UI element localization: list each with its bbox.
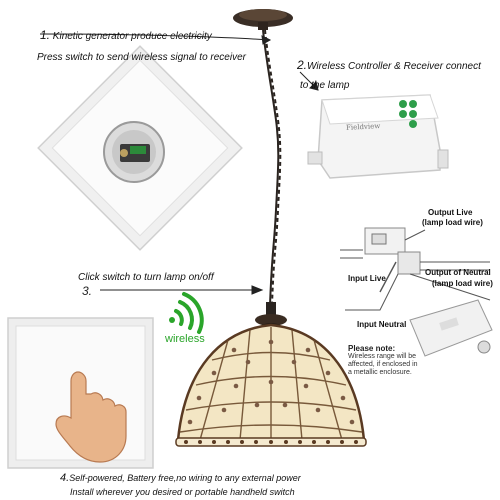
step2-caption: 2.Wireless Controller & Receiver connect <box>297 58 481 72</box>
step2-line2: to the lamp <box>300 80 350 91</box>
ceiling-canopy <box>233 9 293 30</box>
receiver-buttons <box>399 100 417 128</box>
output-live-label: Output Live <box>428 208 473 217</box>
arrows <box>39 33 319 295</box>
note-box: Please note: Wireless range will be affe… <box>348 344 428 377</box>
note-title: Please note: <box>348 344 396 353</box>
step4-caption: 4.Self-powered, Battery free,no wiring t… <box>60 472 301 484</box>
output-live-sub: (lamp load wire) <box>422 218 483 227</box>
input-live-label: Input Live <box>348 274 386 283</box>
step3-number: 3. <box>82 284 93 298</box>
note-body-1: Wireless range will be <box>348 353 417 360</box>
note-body-2: affected, if enclosed in <box>348 361 418 368</box>
step1-number: 1. <box>40 28 51 42</box>
lamp-shade <box>175 323 367 447</box>
step1-line1: Kinetic generator produce electricity <box>52 31 212 42</box>
hand-pointer-icon <box>55 371 127 463</box>
step1-line2: Press switch to send wireless signal to … <box>37 52 246 63</box>
step2-number: 2. <box>297 58 308 72</box>
wireless-label: wireless <box>165 333 205 345</box>
step4-line2: Install wherever you desired or portable… <box>70 487 295 497</box>
step1-caption: 1. Kinetic generator produce electricity <box>40 28 212 42</box>
note-body-3: a metallic enclosure. <box>348 369 412 376</box>
wireless-waves-icon <box>169 292 204 334</box>
output-neutral-sub: (lamp load wire) <box>432 279 493 288</box>
step2-line1: Wireless Controller & Receiver connect <box>307 61 481 72</box>
receiver-box <box>307 94 449 179</box>
step4-line1: Self-powered, Battery free,no wiring to … <box>69 473 301 483</box>
wiring-diagram <box>340 227 491 311</box>
small-receiver-module <box>409 299 493 357</box>
output-neutral-label: Output of Neutral <box>425 268 491 277</box>
input-neutral-label: Input Neutral <box>357 320 407 329</box>
kinetic-switch-image <box>37 45 243 251</box>
step4-number: 4. <box>60 472 70 484</box>
step3-line1: Click switch to turn lamp on/off <box>78 272 214 283</box>
lamp-chain <box>262 29 282 306</box>
